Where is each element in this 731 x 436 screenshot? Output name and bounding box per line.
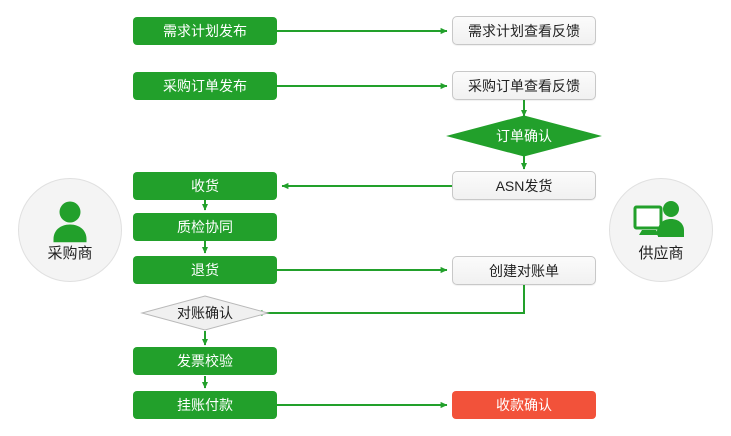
node-return-goods[interactable]: 退货 xyxy=(133,256,277,284)
user-icon xyxy=(53,201,87,243)
node-asn-shipment[interactable]: ASN发货 xyxy=(452,171,596,200)
user-computer-icon xyxy=(633,201,684,237)
node-payment-confirm[interactable]: 收款确认 xyxy=(452,391,596,419)
node-purchase-order-feedback[interactable]: 采购订单查看反馈 xyxy=(452,71,596,100)
actor-supplier-label: 供应商 xyxy=(638,245,684,262)
edge-n10-n11 xyxy=(255,285,525,317)
node-reconcile-confirm[interactable]: 对账确认 xyxy=(177,305,233,321)
actor-buyer[interactable]: 采购商 xyxy=(18,178,122,282)
actor-supplier[interactable]: 供应商 xyxy=(609,178,713,282)
node-purchase-order-publish[interactable]: 采购订单发布 xyxy=(133,72,277,100)
node-create-reconciliation[interactable]: 创建对账单 xyxy=(452,256,596,285)
node-quality-inspection[interactable]: 质检协同 xyxy=(133,213,277,241)
node-receive-goods[interactable]: 收货 xyxy=(133,172,277,200)
node-demand-plan-feedback[interactable]: 需求计划查看反馈 xyxy=(452,16,596,45)
actor-buyer-label: 采购商 xyxy=(47,245,93,262)
node-order-confirm[interactable]: 订单确认 xyxy=(496,128,552,144)
node-demand-plan-publish[interactable]: 需求计划发布 xyxy=(133,17,277,45)
node-invoice-verify[interactable]: 发票校验 xyxy=(133,347,277,375)
node-payable-payment[interactable]: 挂账付款 xyxy=(133,391,277,419)
